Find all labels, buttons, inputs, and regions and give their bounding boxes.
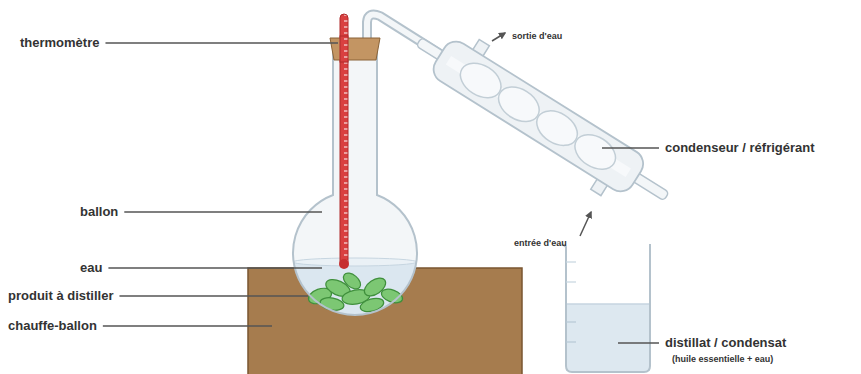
- leader-line: [602, 147, 659, 149]
- leader-line: [105, 42, 338, 44]
- leader-line: [618, 342, 659, 344]
- flask-water: [280, 258, 440, 332]
- heating-mantle: [248, 268, 522, 374]
- condenser: [401, 13, 685, 225]
- part-label: entrée d'eau: [514, 238, 567, 249]
- cork: [330, 38, 380, 60]
- leader-lines: [103, 43, 659, 343]
- part-label: ballon: [80, 204, 118, 220]
- thermometer-bulb: [339, 259, 349, 269]
- part-label: (huile essentielle + eau): [672, 354, 773, 365]
- leader-line: [124, 211, 322, 213]
- part-label: chauffe-ballon: [8, 318, 97, 334]
- water-out-arrow: [492, 33, 505, 41]
- flask-outline: [293, 48, 417, 315]
- thermometer: [340, 14, 348, 266]
- leader-line: [119, 295, 308, 297]
- part-label: thermomètre: [20, 35, 99, 51]
- thermometer-through-cork: [340, 36, 348, 62]
- part-label: eau: [80, 260, 102, 276]
- plant-material: [306, 270, 404, 314]
- leader-line: [103, 325, 272, 327]
- part-label: produit à distiller: [8, 288, 113, 304]
- beaker: [562, 244, 650, 372]
- part-label: condenseur / réfrigérant: [665, 140, 815, 156]
- part-label: sortie d'eau: [512, 31, 562, 42]
- water-in-arrow: [580, 212, 591, 236]
- part-label: distillat / condensat: [665, 335, 786, 351]
- leader-line: [108, 267, 322, 269]
